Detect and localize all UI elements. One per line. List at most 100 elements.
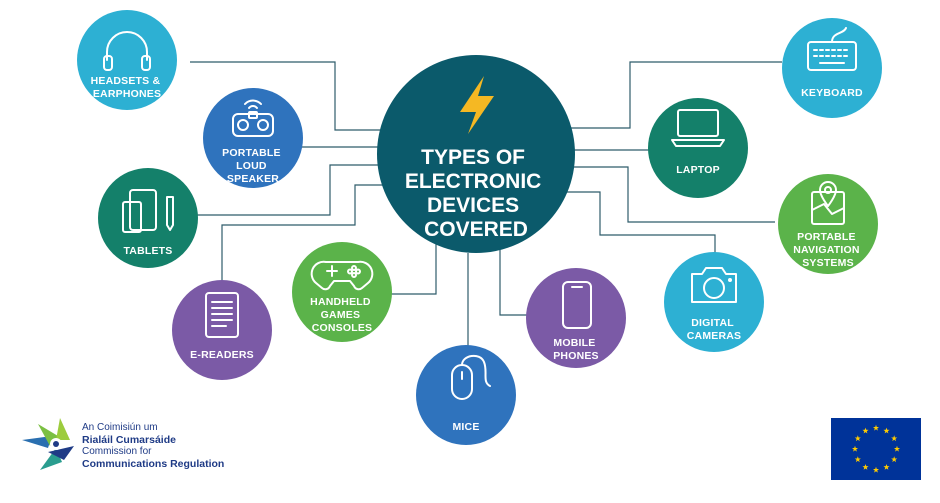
device-label-line: NAVIGATION [793, 244, 859, 256]
center-title-line: ELECTRONIC [405, 170, 542, 193]
connector-consoles [390, 236, 437, 295]
device-keyboard: KEYBOARD [782, 18, 882, 118]
device-label-line: SYSTEMS [802, 257, 854, 269]
device-label-line: PHONES [553, 350, 599, 362]
device-label-line: HANDHELD [310, 296, 371, 308]
center-node: TYPES OF ELECTRONIC DEVICES COVERED [377, 55, 575, 253]
svg-text:PORTABLE NAVIGATION: PORTABLE NAVIGATION SYSTEMS [793, 231, 862, 269]
connector-navigation [572, 166, 775, 223]
connectors [190, 61, 782, 360]
device-circle [526, 268, 626, 368]
comreg-logo-icon [22, 418, 74, 470]
eu-flag-icon [831, 418, 921, 480]
speaker-icon [232, 99, 274, 137]
svg-text:TYPES OF ELECTRONIC: TYPES OF ELECTRONIC DEVICES COVERED [405, 146, 547, 241]
device-laptop: LAPTOP [648, 98, 748, 198]
map-pin-icon [811, 181, 845, 225]
lightning-bolt-icon [460, 76, 494, 134]
device-label-line: SPEAKER [227, 173, 279, 185]
eu-star-icon [891, 456, 898, 463]
eu-star-icon [883, 463, 890, 470]
device-ereaders: E-READERS [172, 280, 272, 380]
logo-line-english-1: Commission for [82, 446, 152, 457]
center-circle [377, 55, 575, 253]
device-label-line: EARPHONES [93, 88, 161, 100]
ereader-icon [205, 292, 239, 338]
device-circle [77, 10, 177, 110]
device-label-line: PORTABLE [797, 231, 856, 243]
device-circle [782, 18, 882, 118]
svg-text:KEYBOARD: KEYBOARD [801, 87, 863, 99]
device-circle [648, 98, 748, 198]
eu-star-icon [872, 424, 880, 431]
svg-text:E-READERS: E-READERS [190, 349, 254, 361]
connector-ereaders [221, 184, 386, 290]
phone-icon [562, 281, 592, 329]
device-label-line: DIGITAL [691, 317, 734, 329]
device-circle [203, 88, 303, 188]
device-circle [98, 168, 198, 268]
eu-star-icon [883, 427, 890, 434]
center-title-line: COVERED [424, 218, 528, 241]
svg-text:HEADSETS & EARPHONES: HEADSETS & EARPHONES [91, 75, 164, 100]
connector-tablets [196, 164, 384, 216]
device-label-line: KEYBOARD [801, 87, 863, 99]
svg-text:MICE: MICE [452, 421, 479, 433]
device-circle [172, 280, 272, 380]
svg-text:TABLETS: TABLETS [123, 245, 172, 257]
device-speaker: PORTABLE LOUD SPEAKER [203, 88, 303, 188]
eu-star-icon [854, 435, 861, 442]
svg-text:LAPTOP: LAPTOP [676, 164, 720, 176]
laptop-icon [671, 109, 725, 147]
connector-keyboard [568, 61, 782, 129]
device-label-line: E-READERS [190, 349, 254, 361]
eu-star-icon [891, 435, 898, 442]
svg-text:DIGITAL CAMERAS: DIGITAL CAMERAS [687, 317, 742, 342]
eu-star-icon [893, 445, 901, 452]
device-navigation: PORTABLE NAVIGATION SYSTEMS [778, 174, 878, 274]
connector-phones [499, 240, 532, 316]
device-circle [292, 242, 392, 342]
device-phones: MOBILE PHONES [526, 268, 626, 368]
eu-star-icon [862, 427, 869, 434]
center-title-line: TYPES OF [421, 146, 525, 169]
svg-text:MOBILE PHONES: MOBILE PHONES [553, 337, 599, 362]
device-label-line: LAPTOP [676, 164, 720, 176]
logo-line-irish-2: Rialáil Cumarsáide [82, 434, 176, 446]
eu-star-icon [851, 445, 859, 452]
tablet-icon [122, 189, 174, 233]
logo-line-english-2: Communications Regulation [82, 458, 225, 470]
keyboard-icon [807, 27, 857, 71]
gamepad-icon [310, 260, 374, 291]
eu-star-icon [854, 456, 861, 463]
mouse-icon [451, 354, 491, 400]
svg-text:HANDHELD GAMES CON: HANDHELD GAMES CONSOLES [310, 296, 374, 334]
device-label-line: CONSOLES [312, 322, 373, 334]
device-cameras: DIGITAL CAMERAS [664, 252, 764, 352]
device-mice: MICE [416, 345, 516, 445]
device-label-line: GAMES [321, 309, 361, 321]
device-label-line: TABLETS [123, 245, 172, 257]
device-label-line: CAMERAS [687, 330, 742, 342]
device-tablets: TABLETS [98, 168, 198, 268]
connector-cameras [563, 191, 716, 257]
center-title-line: DEVICES [427, 194, 519, 217]
connector-headsets [190, 61, 390, 131]
headphones-icon [103, 31, 151, 71]
device-headsets: HEADSETS & EARPHONES [77, 10, 177, 110]
eu-star-icon [872, 466, 880, 473]
logo-line-irish-1: An Coimisiún um [82, 422, 158, 433]
comreg-logo-text: An Coimisiún um Rialáil Cumarsáide Commi… [82, 422, 224, 470]
device-label-line: MOBILE [553, 337, 595, 349]
device-circle [416, 345, 516, 445]
camera-icon [691, 267, 737, 303]
device-label-line: HEADSETS & [91, 75, 161, 87]
device-label-line: PORTABLE [222, 147, 281, 159]
svg-text:PORTABLE LOUD SPEA: PORTABLE LOUD SPEAKER [222, 147, 284, 185]
device-label-line: LOUD [236, 160, 267, 172]
device-consoles: HANDHELD GAMES CONSOLES [292, 242, 392, 342]
eu-star-icon [862, 463, 869, 470]
device-label-line: MICE [452, 421, 479, 433]
